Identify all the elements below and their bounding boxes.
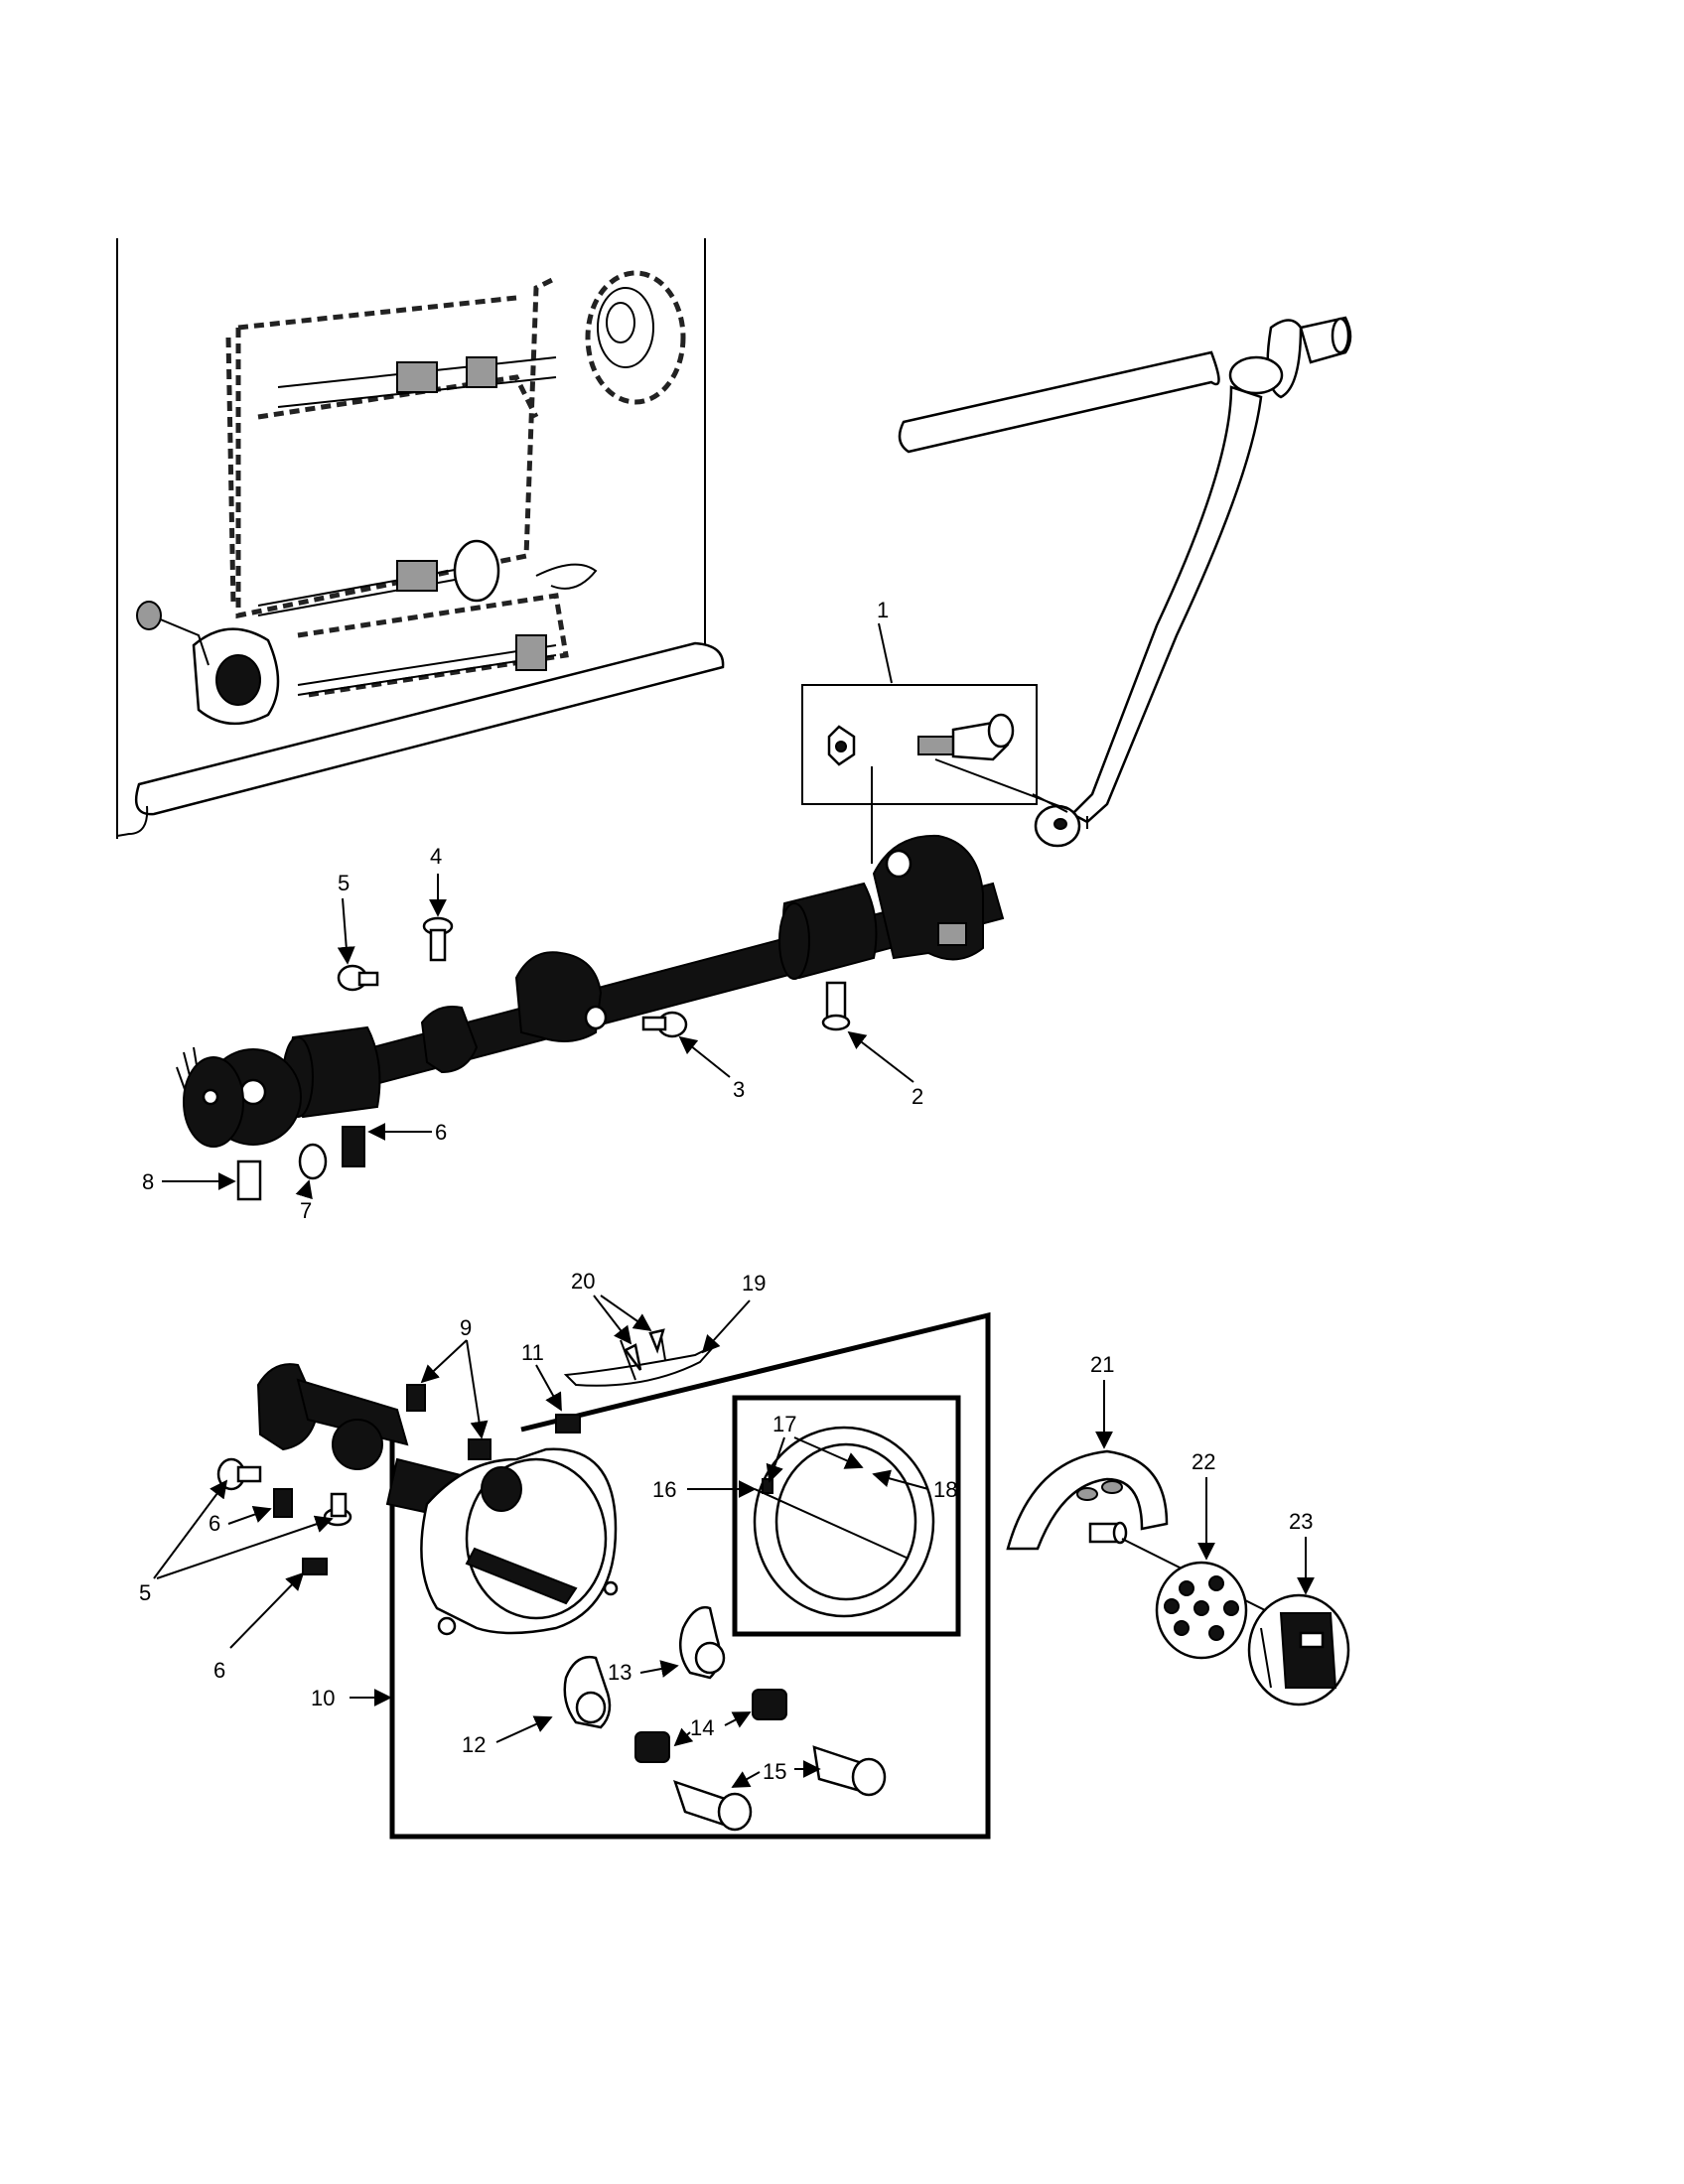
part-label-1: 1 xyxy=(877,598,889,622)
part-label-21: 21 xyxy=(1090,1352,1114,1377)
bobbin-parts xyxy=(1006,1449,1350,1706)
part-label-16: 16 xyxy=(652,1477,676,1502)
part-label-6-lower-left: 6 xyxy=(209,1511,220,1536)
shaft-small-parts xyxy=(236,916,851,1201)
part-label-7: 7 xyxy=(300,1198,312,1223)
part-label-4: 4 xyxy=(430,844,442,869)
part-label-18: 18 xyxy=(933,1477,957,1502)
part-label-17: 17 xyxy=(772,1412,796,1436)
part-label-12: 12 xyxy=(462,1732,486,1757)
hook-assembly xyxy=(256,1311,991,1840)
part-label-2: 2 xyxy=(912,1084,923,1109)
part-label-14: 14 xyxy=(690,1715,714,1740)
part-label-20: 20 xyxy=(571,1269,595,1294)
part-label-9: 9 xyxy=(460,1315,472,1340)
part-label-6-mid: 6 xyxy=(435,1120,447,1145)
feed-rock-shaft-link xyxy=(898,316,1352,848)
part-label-15: 15 xyxy=(763,1759,786,1784)
machine-overview-inset xyxy=(116,238,725,839)
part-label-23: 23 xyxy=(1289,1509,1313,1534)
part-label-11: 11 xyxy=(521,1340,544,1365)
part-label-6-lower: 6 xyxy=(213,1658,225,1683)
part-label-10: 10 xyxy=(311,1686,335,1710)
part-label-5-top: 5 xyxy=(338,871,350,895)
hook-small-parts xyxy=(216,1328,665,1575)
part-label-5-lower: 5 xyxy=(139,1580,151,1605)
part-1-inset xyxy=(801,684,1068,813)
part-label-13: 13 xyxy=(608,1660,632,1685)
spring-14 xyxy=(634,1689,787,1763)
part-labels: 1 2 3 4 5 6 7 8 9 10 11 12 13 14 15 16 1… xyxy=(139,598,1313,1784)
part-label-22: 22 xyxy=(1192,1449,1215,1474)
part-label-19: 19 xyxy=(742,1271,766,1296)
leader-lines xyxy=(153,622,1315,1788)
part-label-8: 8 xyxy=(142,1169,154,1194)
hook-drive-shaft xyxy=(176,834,1005,1148)
part-label-3: 3 xyxy=(733,1077,745,1102)
